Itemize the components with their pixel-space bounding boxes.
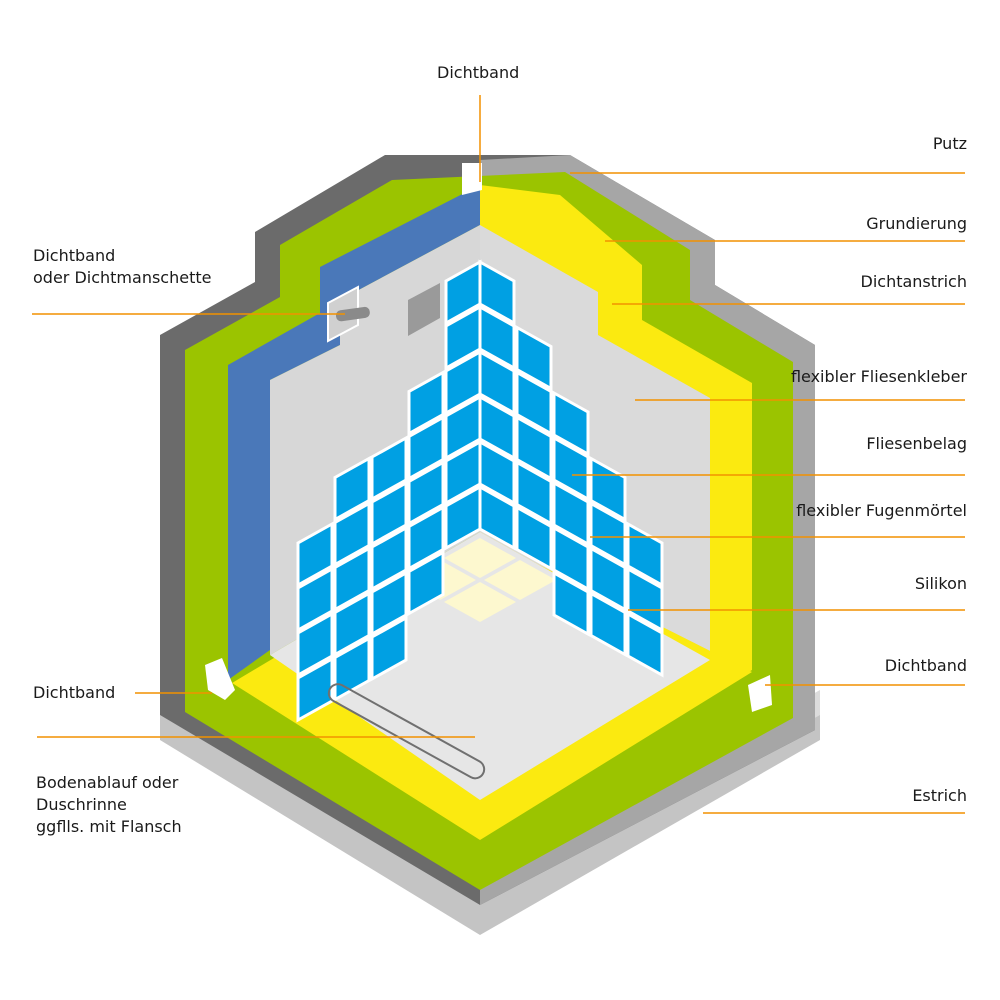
wall-tile (333, 500, 371, 568)
wall-tile (333, 455, 371, 523)
wall-tile (515, 369, 553, 437)
wall-tile (552, 480, 590, 547)
label-dichtband-top: Dichtband (437, 63, 520, 82)
dichtband-left-wall (228, 185, 480, 680)
wall-tile (333, 590, 371, 658)
wall-tile (552, 435, 590, 502)
wall-tile (296, 611, 334, 678)
wall-tile (478, 439, 516, 506)
wall-tile (370, 435, 408, 502)
wall-tile (552, 570, 590, 637)
wall-tile (515, 324, 553, 392)
label-bodenablauf: Bodenablauf oder Duschrinne ggflls. mit … (36, 773, 182, 836)
wall-tile (589, 545, 627, 613)
label-silikon: Silikon (914, 574, 967, 593)
floor-drain-channel (327, 683, 486, 780)
wall-tile (407, 549, 445, 617)
wall-tile (478, 394, 516, 461)
wall-tile (589, 500, 627, 568)
label-estrich: Estrich (912, 786, 967, 805)
label-grundierung: Grundierung (866, 214, 967, 233)
wall-tile (478, 349, 516, 416)
wall-tile (296, 521, 334, 588)
corner-dichtband-top (462, 163, 482, 195)
wall-tile (407, 369, 445, 437)
wall-tile (370, 525, 408, 592)
dark-panel (408, 283, 440, 336)
leader-lines (32, 95, 965, 814)
label-dichtband-right: Dichtband (884, 656, 967, 675)
label-flexibler-fugenmoertel: flexibler Fugenmörtel (796, 501, 967, 520)
wall-tiles-left (296, 259, 482, 723)
wall-tile (589, 455, 627, 523)
wall-tile (333, 635, 371, 703)
wall-tile (407, 414, 445, 482)
corner-dichtband-bl (205, 658, 235, 700)
wall-tile (478, 484, 516, 551)
wall-tile (626, 566, 664, 633)
wall-tile (515, 504, 553, 572)
wall-tile (370, 480, 408, 547)
wall-tile (589, 590, 627, 658)
wall-tile (407, 459, 445, 527)
wall-tile (626, 611, 664, 678)
label-putz: Putz (932, 134, 967, 153)
pipe-icon (335, 306, 370, 322)
wall-tile (552, 525, 590, 592)
wall-tile (407, 504, 445, 572)
wall-tile (515, 459, 553, 527)
label-fliesenbelag: Fliesenbelag (866, 434, 967, 453)
wall-tile (296, 566, 334, 633)
label-flexibler-fliesenkleber: flexibler Fliesenkleber (790, 367, 967, 386)
wall-tile (515, 414, 553, 482)
wall-tile (333, 545, 371, 613)
wall-tile (478, 304, 516, 371)
label-dichtband-bottom-left: Dichtband (33, 683, 116, 702)
wall-tile (370, 570, 408, 637)
label-dichtband-dichtmanschette: Dichtband oder Dichtmanschette (33, 246, 212, 287)
wall-tile (552, 390, 590, 457)
label-dichtanstrich: Dichtanstrich (860, 272, 968, 291)
wall-tile (370, 615, 408, 682)
wall-tile (478, 259, 516, 326)
wall-tiles-right (478, 259, 664, 678)
